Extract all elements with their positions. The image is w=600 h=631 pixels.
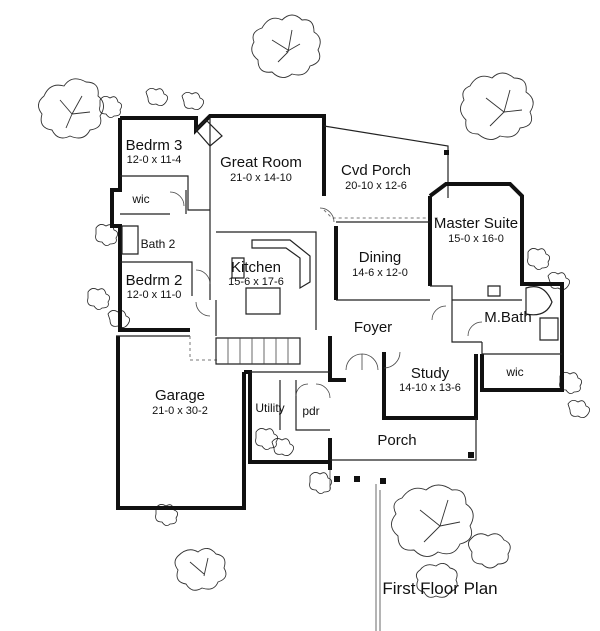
room-name-pdr: pdr <box>302 404 319 418</box>
room-labels: Bedrm 3 12-0 x 11-4 wic Bath 2 Bedrm 2 1… <box>126 137 532 449</box>
plan-title: First Floor Plan <box>382 579 497 598</box>
room-dims-great-room: 21-0 x 14-10 <box>230 172 292 184</box>
shrubs <box>87 88 590 526</box>
door-swings <box>169 191 483 399</box>
landscaping <box>38 14 590 598</box>
interior-walls <box>120 118 562 431</box>
tree-top-right <box>460 72 534 140</box>
room-name-great-room: Great Room <box>220 154 302 171</box>
tree-top-center <box>251 14 321 78</box>
room-name-study: Study <box>411 365 450 382</box>
room-name-kitchen: Kitchen <box>231 259 281 276</box>
room-name-bedrm3: Bedrm 3 <box>126 137 183 154</box>
room-dims-master-suite: 15-0 x 16-0 <box>448 233 504 245</box>
room-name-bedrm2: Bedrm 2 <box>126 272 183 289</box>
room-dims-garage: 21-0 x 30-2 <box>152 405 208 417</box>
room-name-garage: Garage <box>155 387 205 404</box>
room-name-bath2: Bath 2 <box>141 237 176 251</box>
room-name-porch: Porch <box>377 432 416 449</box>
room-name-foyer: Foyer <box>354 319 392 336</box>
porch-posts <box>329 150 474 631</box>
room-name-cvd-porch: Cvd Porch <box>341 162 411 179</box>
room-name-dining: Dining <box>359 249 402 266</box>
room-dims-kitchen: 15-6 x 17-6 <box>228 276 284 288</box>
tree-bottom-left <box>174 548 227 591</box>
room-dims-dining: 14-6 x 12-0 <box>352 267 408 279</box>
tree-porch-right <box>415 563 458 598</box>
room-name-master-suite: Master Suite <box>434 215 518 232</box>
room-dims-study: 14-10 x 13-6 <box>399 382 461 394</box>
room-name-wic-master: wic <box>505 365 523 379</box>
room-name-mbath: M.Bath <box>484 309 532 326</box>
room-name-utility: Utility <box>255 401 284 415</box>
room-dims-bedrm3: 12-0 x 11-4 <box>127 154 182 166</box>
room-dims-cvd-porch: 20-10 x 12-6 <box>345 180 407 192</box>
tree-bottom-right <box>391 484 511 569</box>
tree-top-left <box>38 78 104 139</box>
room-name-wic-bedrm3: wic <box>131 192 149 206</box>
room-dims-bedrm2: 12-0 x 11-0 <box>127 289 182 301</box>
